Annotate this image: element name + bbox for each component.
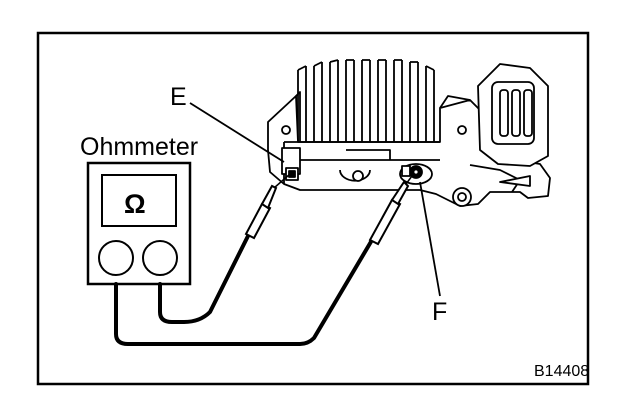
test-leads (114, 234, 374, 346)
ohm-symbol: Ω (124, 189, 146, 219)
probe-f (368, 175, 413, 246)
ohmmeter-display (101, 174, 177, 227)
ohmmeter-jack-left (98, 240, 134, 276)
lead-f (114, 238, 374, 346)
leader-e (189, 102, 285, 163)
leader-f (419, 181, 441, 297)
ohmmeter (86, 161, 192, 286)
figure-code: B14408 (534, 363, 590, 380)
ohmmeter-label: Ohmmeter (80, 133, 199, 161)
figure-border (36, 31, 590, 386)
probe-e (244, 173, 291, 240)
ohmmeter-jack-right (142, 240, 178, 276)
lead-e (158, 234, 250, 324)
heat-sink-fins (297, 59, 435, 144)
terminal-e-label: E (170, 83, 187, 111)
terminal-f-label: F (432, 298, 448, 326)
ic-regulator (267, 59, 551, 207)
